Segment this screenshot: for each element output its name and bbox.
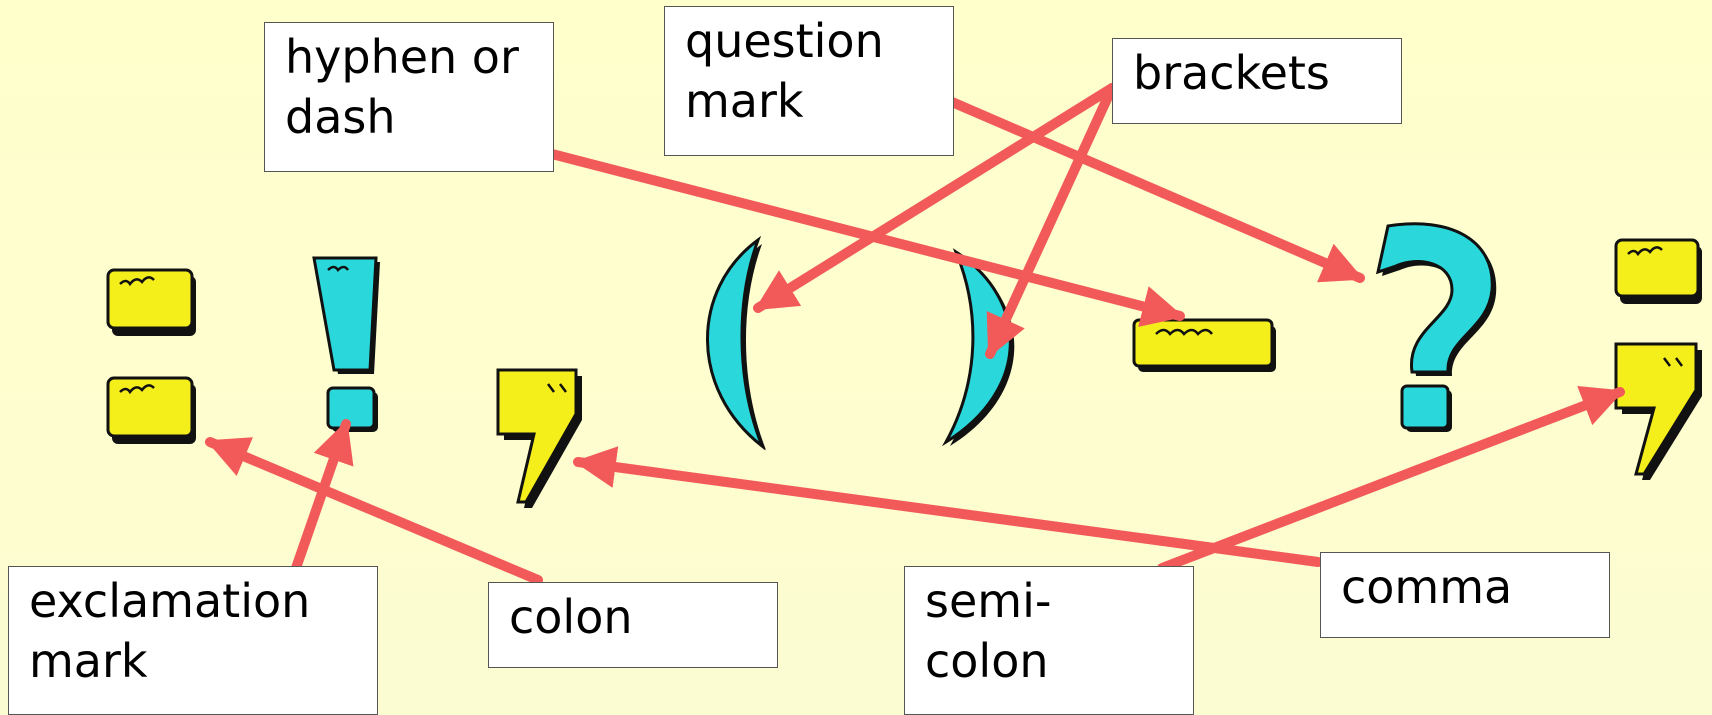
question-mark-symbol <box>1375 222 1497 432</box>
label-line: exclamation <box>29 574 311 628</box>
colon-symbol <box>106 268 196 444</box>
label-line: colon <box>925 634 1049 688</box>
left-bracket-symbol <box>706 235 766 451</box>
semicolon-symbol <box>1614 238 1702 480</box>
arrow-colon-to-colon-symbol <box>205 437 543 585</box>
label-exclamation-mark: exclamation mark <box>8 566 378 715</box>
right-bracket-symbol <box>941 248 1015 447</box>
comma-symbol <box>496 368 582 508</box>
label-line: semi- <box>925 574 1052 628</box>
label-comma: comma <box>1320 552 1610 638</box>
label-line: mark <box>29 634 148 688</box>
label-line: colon <box>509 590 633 644</box>
arrow-comma-to-comma-symbol <box>573 446 1323 567</box>
arrow-brackets-to-left-bracket <box>753 83 1117 313</box>
label-line: comma <box>1341 560 1513 614</box>
dash-symbol <box>1132 318 1276 372</box>
label-line: dash <box>285 90 396 144</box>
label-line: question <box>685 14 884 68</box>
label-colon: colon <box>488 582 778 668</box>
label-line: hyphen or <box>285 30 519 84</box>
arrow-semicolon-to-semicolon-symbol <box>1157 385 1625 573</box>
exclamation-symbol <box>312 256 380 432</box>
label-hyphen-or-dash: hyphen or dash <box>264 22 554 172</box>
label-brackets: brackets <box>1112 38 1402 124</box>
arrow-question-to-question-mark <box>947 97 1365 283</box>
label-line: mark <box>685 74 804 128</box>
label-question-mark: question mark <box>664 6 954 156</box>
label-line: brackets <box>1133 46 1330 100</box>
arrow-exclamation-to-exclamation-mark <box>291 419 354 573</box>
label-semicolon: semi- colon <box>904 566 1194 715</box>
arrow-brackets-to-right-bracket <box>985 83 1117 359</box>
arrows <box>205 83 1625 585</box>
